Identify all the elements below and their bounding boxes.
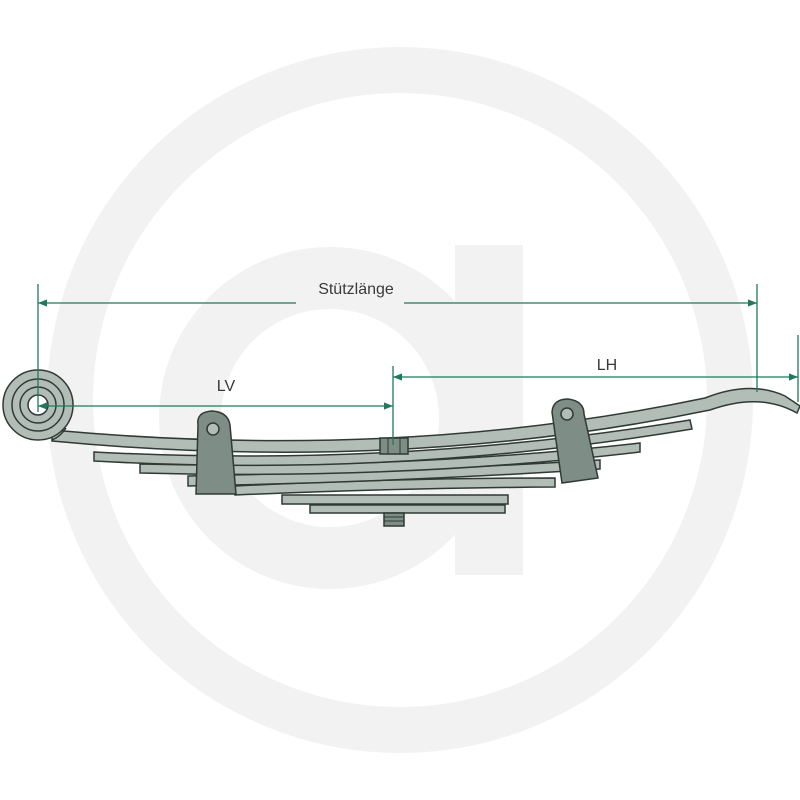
dimension-lines	[37, 284, 799, 445]
center-bolt	[379, 437, 409, 527]
leaf-spring-icon	[2, 369, 800, 527]
brand-watermark-icon	[47, 47, 753, 753]
spring-clamp-left	[195, 410, 237, 495]
spring-clamp-right	[551, 398, 599, 484]
label-rear-length: LH	[597, 357, 617, 374]
spring-leaf-6	[281, 494, 509, 505]
label-front-length: LV	[217, 378, 236, 395]
label-support-length: Stützlänge	[318, 281, 394, 298]
spring-leaf-7	[309, 504, 506, 514]
